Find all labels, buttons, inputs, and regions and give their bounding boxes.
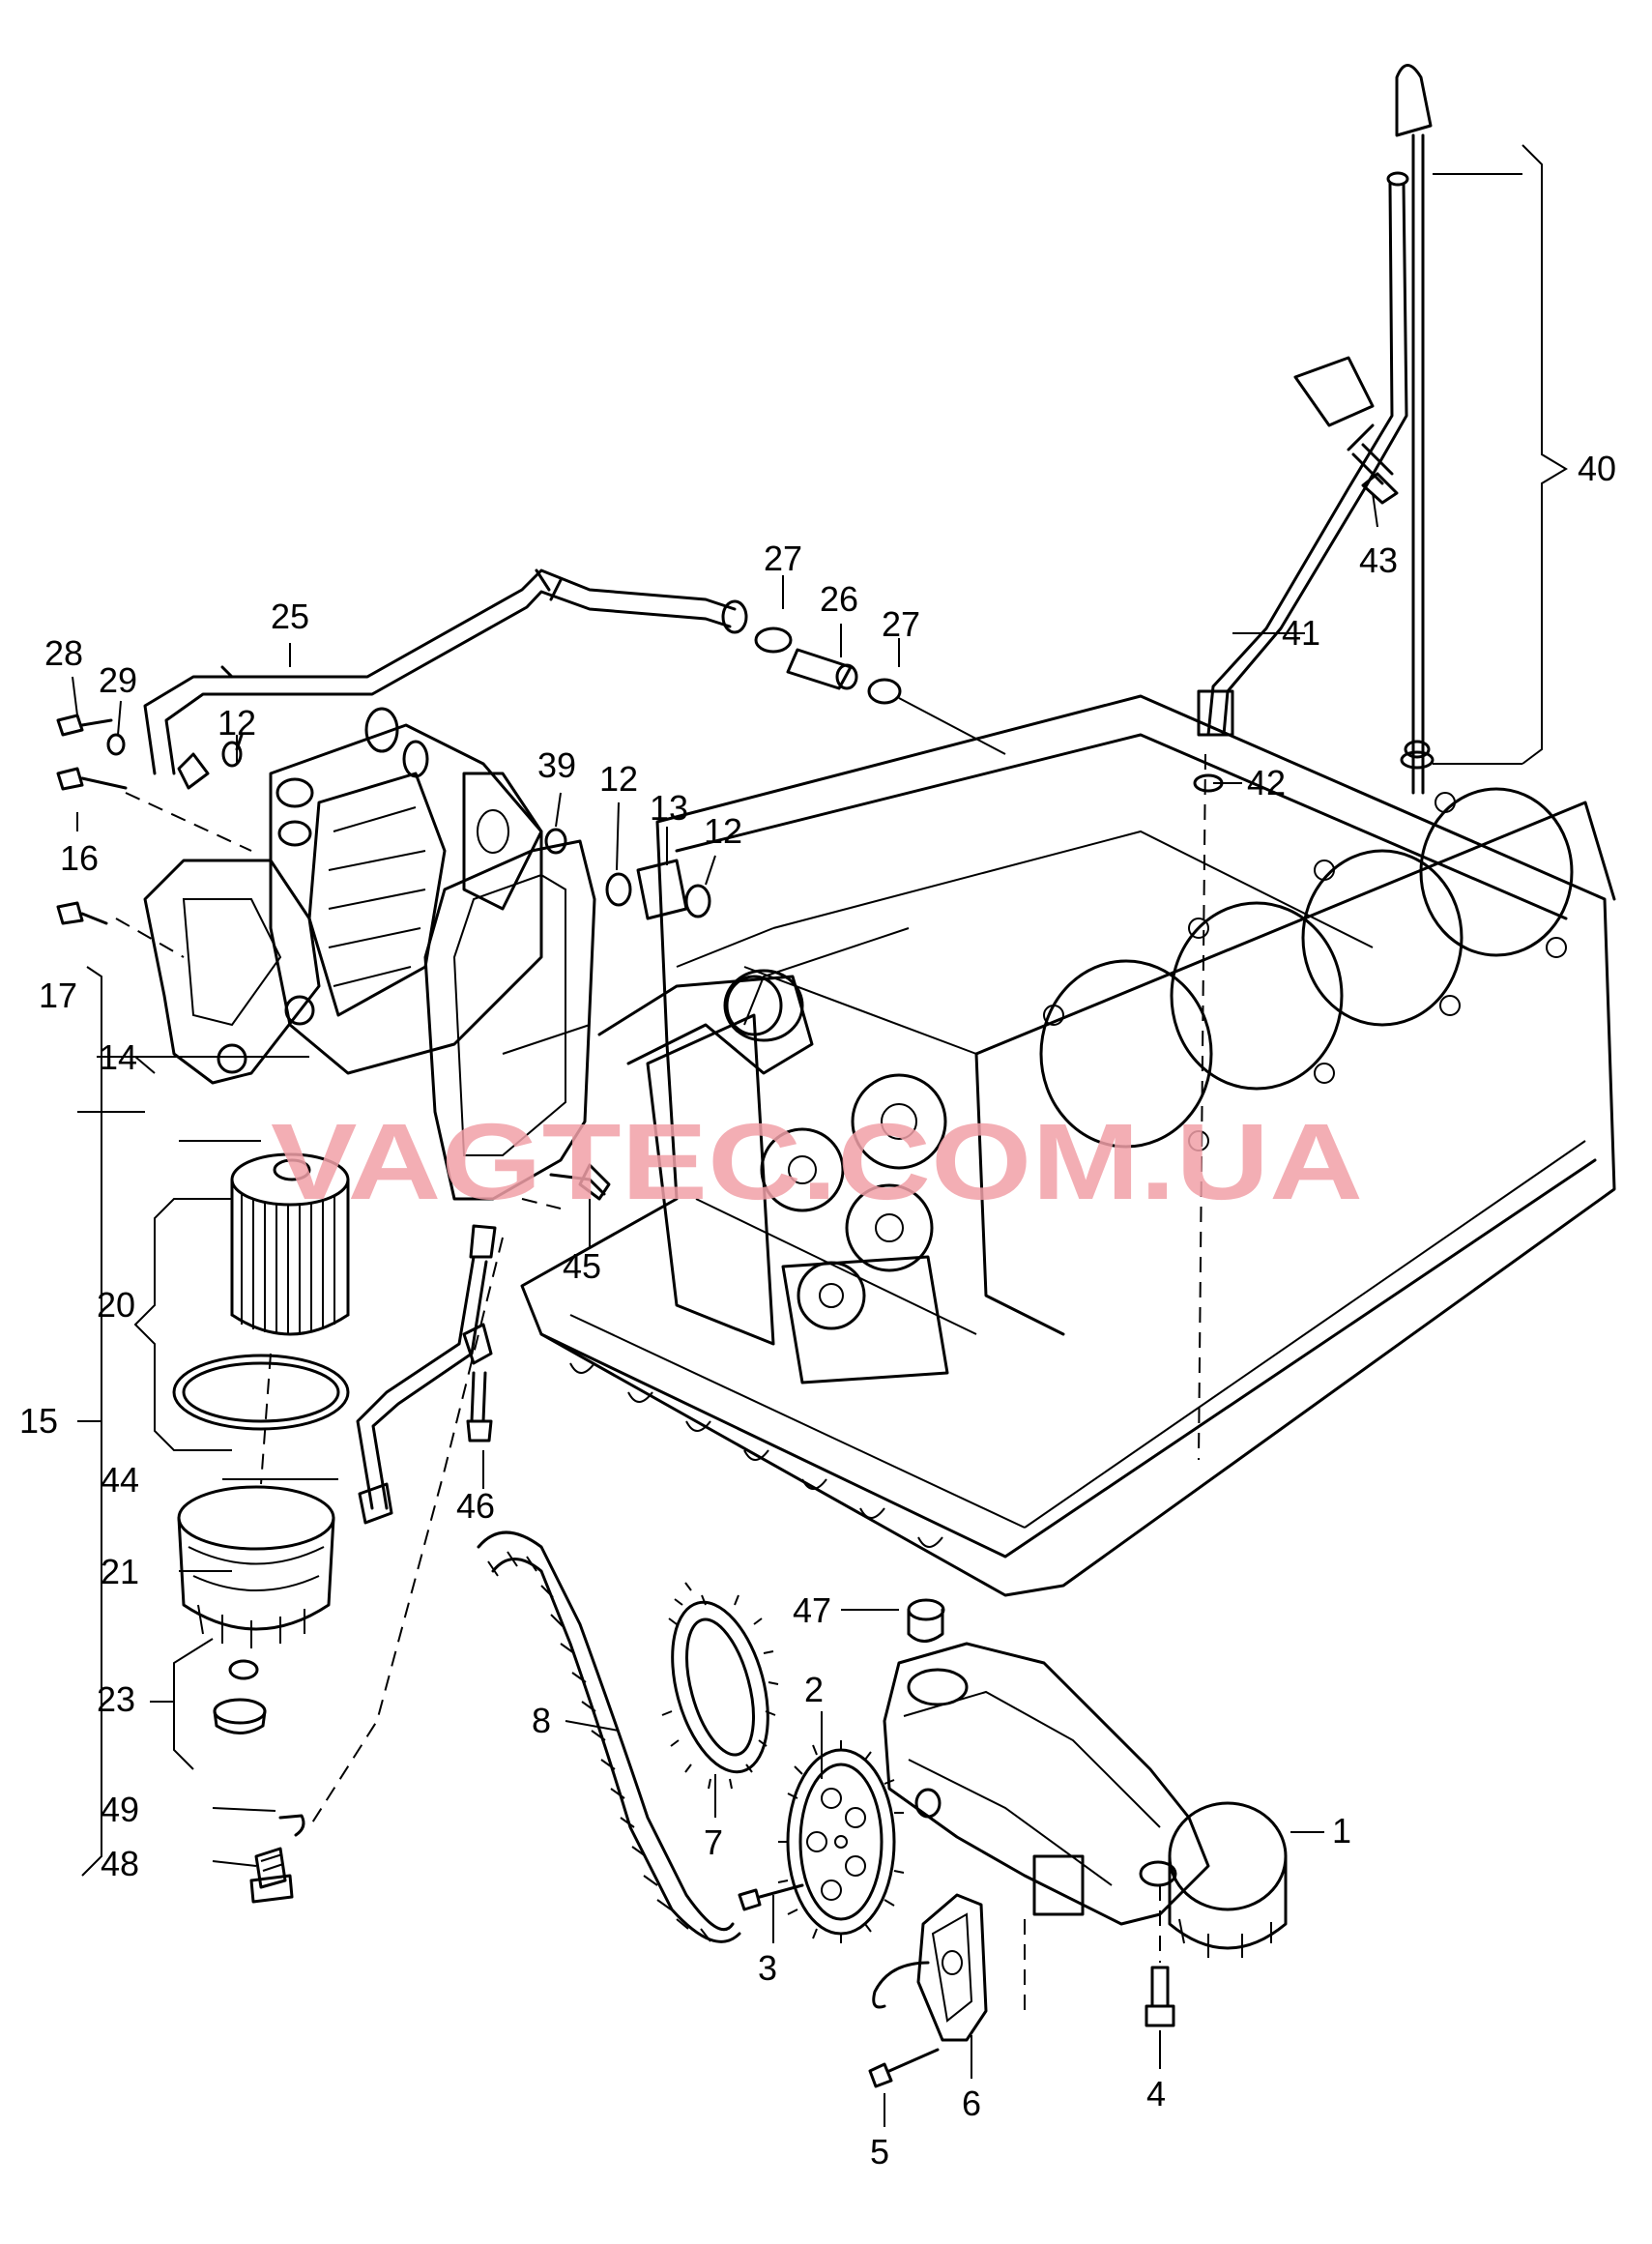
callout-17: 17: [39, 976, 77, 1015]
oil-pump-chain: [477, 1530, 779, 1943]
callout-16: 16: [60, 838, 99, 878]
dipstick-assembly: [1193, 64, 1568, 1461]
callout-23: 23: [97, 1679, 135, 1719]
callout-46: 46: [456, 1486, 495, 1526]
callout-25: 25: [271, 597, 309, 636]
callout-8: 8: [532, 1701, 551, 1740]
callout-21: 21: [101, 1552, 139, 1591]
callout-27-a: 27: [764, 539, 802, 578]
callout-44: 44: [101, 1460, 139, 1500]
callout-labels: 1 2 3 4 5 6 7 8 12 12 12 13 14 15 16 17 …: [19, 449, 1616, 2171]
callout-26: 26: [820, 579, 858, 619]
callout-7: 7: [704, 1822, 723, 1862]
callout-5: 5: [870, 2132, 889, 2171]
engine-block: [520, 694, 1616, 1597]
callout-42: 42: [1247, 763, 1286, 802]
callout-49: 49: [101, 1790, 139, 1829]
callout-1: 1: [1332, 1811, 1351, 1851]
callout-45: 45: [563, 1246, 601, 1286]
callout-20: 20: [97, 1285, 135, 1325]
callout-12-b: 12: [599, 759, 638, 799]
oil-filter-housing: [143, 707, 814, 1201]
oil-filter-element: [133, 1152, 350, 1770]
callout-43: 43: [1359, 540, 1398, 580]
callout-3: 3: [758, 1948, 777, 1988]
callout-40: 40: [1578, 449, 1616, 488]
watermark: VAGTEC.COM.UA: [271, 1101, 1363, 1222]
callout-39: 39: [537, 745, 576, 785]
callout-4: 4: [1146, 2074, 1166, 2113]
callout-41: 41: [1282, 613, 1320, 653]
callout-13: 13: [650, 788, 688, 828]
callout-27-b: 27: [882, 604, 920, 644]
callout-2: 2: [804, 1670, 824, 1709]
callout-15: 15: [19, 1401, 58, 1441]
oil-pump: [738, 1598, 1288, 2088]
callout-48: 48: [101, 1844, 139, 1883]
callout-14: 14: [99, 1037, 137, 1077]
callout-47: 47: [793, 1590, 831, 1630]
oil-pipe: [249, 1198, 562, 1904]
callout-12-a: 12: [217, 703, 256, 743]
callout-6: 6: [962, 2084, 981, 2123]
breather-hose: [143, 568, 1006, 790]
callout-28: 28: [44, 633, 83, 673]
callout-29: 29: [99, 660, 137, 700]
callout-12-c: 12: [704, 811, 742, 851]
leader-lines: [72, 575, 1324, 2127]
